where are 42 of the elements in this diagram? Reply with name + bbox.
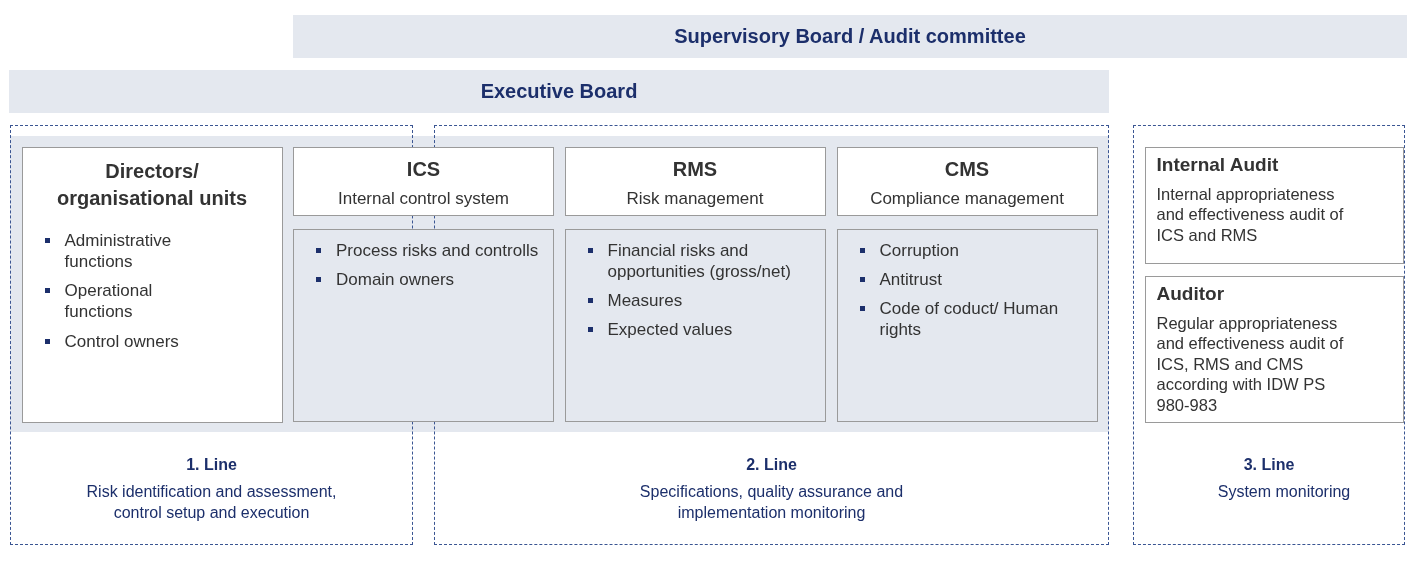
audit-description: Internal appropriateness and effectiveness audit of ICS and RMS	[1156, 183, 1345, 246]
audit-box	[1144, 275, 1404, 423]
line-description: Specifications, quality assurance and implementation monitoring	[638, 482, 905, 523]
system-detail-box	[836, 228, 1098, 422]
board-bar	[9, 70, 1109, 113]
system-heading: ICS	[406, 157, 441, 182]
bullet-item: Expected values	[587, 319, 815, 341]
system-subtitle: Internal control system	[338, 189, 509, 209]
system-header	[836, 146, 1098, 216]
bullet-item: Corruption	[859, 239, 1087, 261]
board-bar	[293, 15, 1407, 58]
audit-heading: Internal Audit	[1156, 153, 1279, 176]
audit-heading: Auditor	[1156, 282, 1225, 305]
line-heading: 1. Line	[186, 456, 237, 474]
line-group	[1133, 125, 1405, 545]
line-heading: 2. Line	[746, 456, 797, 474]
board-title: Executive Board	[480, 80, 638, 103]
bullet-item: Domain owners	[316, 269, 543, 291]
system-header	[564, 146, 826, 216]
audit-box	[1144, 146, 1404, 264]
bullet-item: Measures	[587, 290, 815, 312]
line-description: System monitoring	[1216, 482, 1352, 502]
line-description: Risk identification and assessment, control setup and execution	[85, 482, 338, 523]
bullet-item: Process risks and controlls	[316, 240, 543, 262]
bullet-item: Code of coduct/ Human rights	[859, 298, 1087, 341]
system-heading: RMS	[672, 156, 718, 182]
bullet-item: Administrative functions	[44, 229, 195, 272]
bullet-item: Financial risks and opportunities (gross/net)	[587, 239, 815, 282]
system-subtitle: Compliance management	[870, 188, 1064, 209]
unit-heading: Directors/ organisational units	[56, 158, 248, 211]
audit-description: Regular appropriateness and effectiveness audit of ICS, RMS and CMS according with IDW PS 980-983	[1156, 312, 1345, 416]
system-heading: CMS	[944, 156, 990, 182]
unit-box	[21, 146, 283, 423]
bullet-item: Control owners	[44, 330, 195, 352]
line-heading: 3. Line	[1243, 456, 1295, 474]
bullet-item: Antitrust	[859, 268, 1087, 290]
system-detail-box	[293, 229, 554, 422]
system-header	[293, 147, 554, 216]
bullet-item: Operational functions	[44, 280, 195, 323]
system-detail-box	[564, 228, 826, 422]
system-subtitle: Risk management	[626, 188, 764, 209]
board-title: Supervisory Board / Audit committee	[674, 25, 1026, 48]
